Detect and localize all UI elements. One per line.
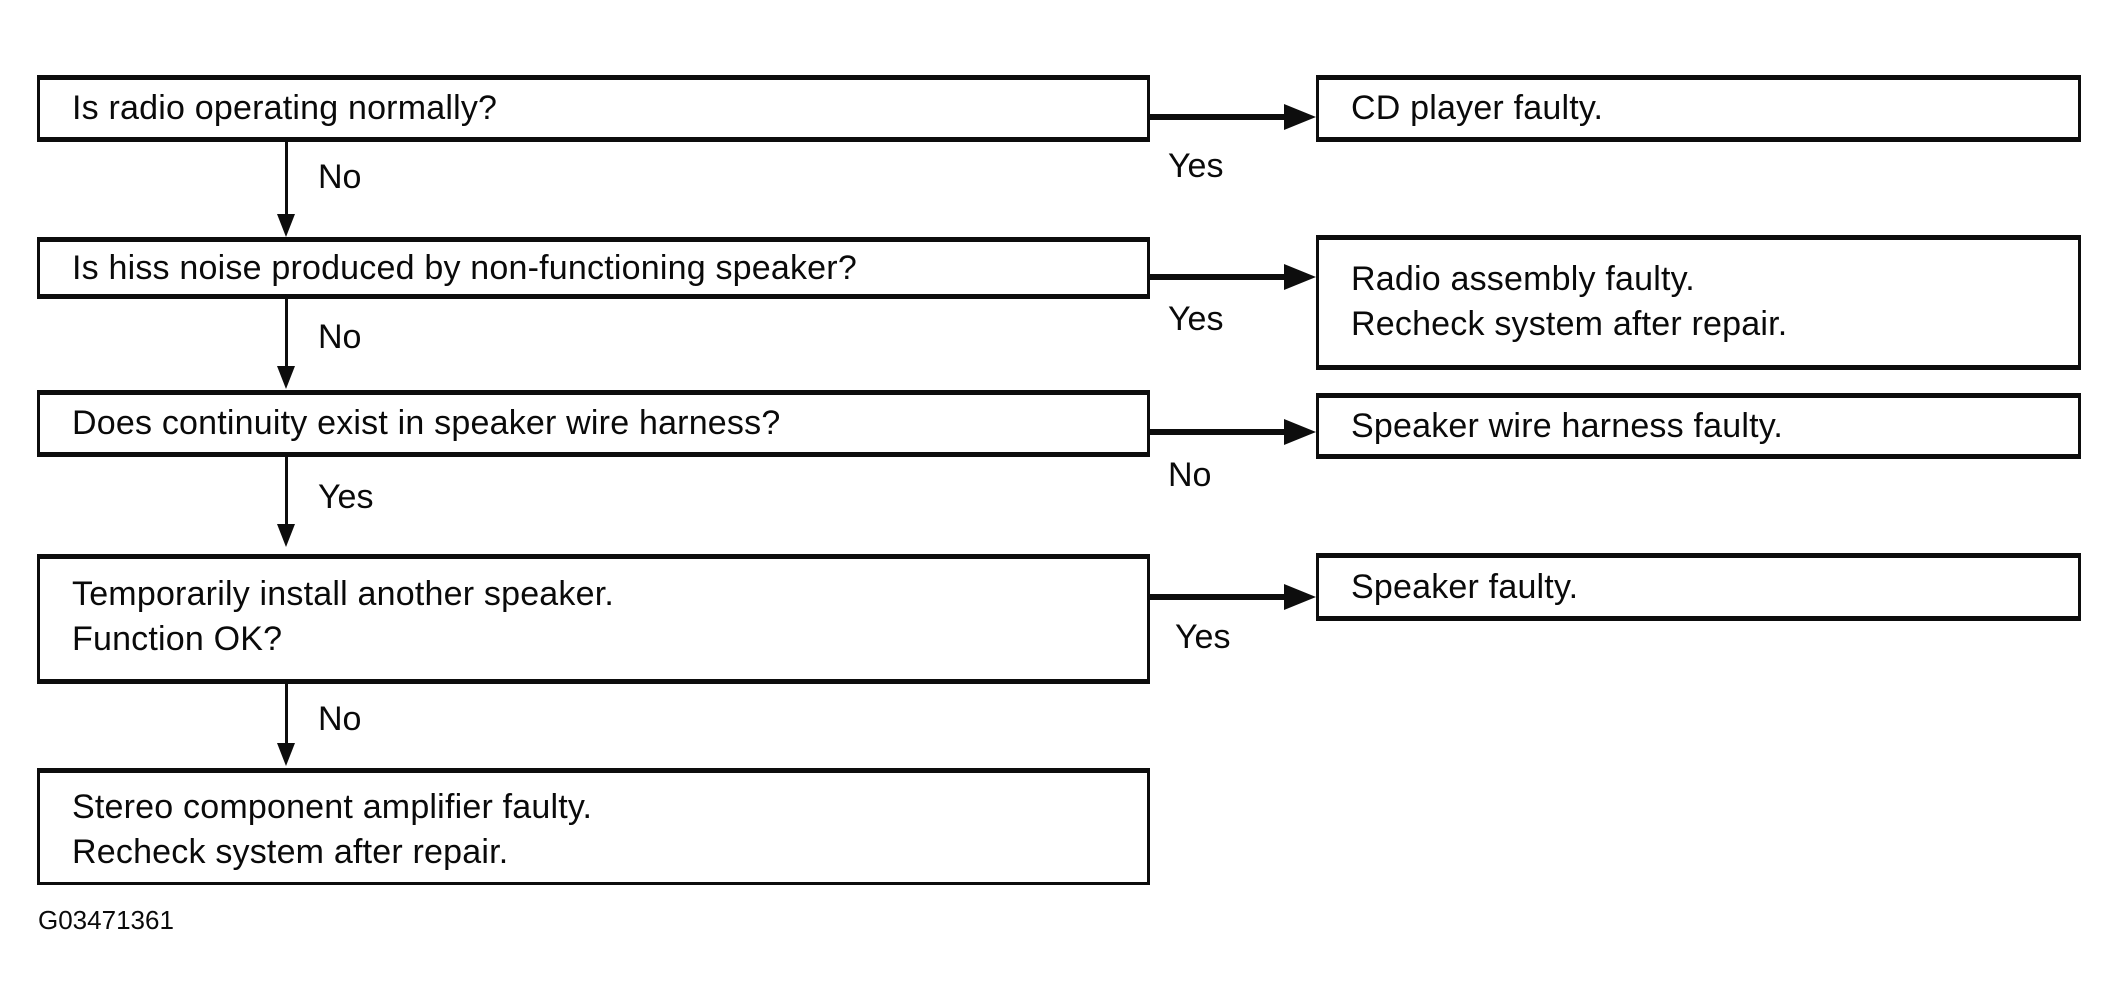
branch-label-no-3: No bbox=[1168, 456, 1212, 494]
branch-label-no-2: No bbox=[318, 318, 362, 356]
result-text-3: Speaker wire harness faulty. bbox=[1351, 406, 1784, 445]
question-text-2: Is hiss noise produced by non-functionin… bbox=[72, 248, 857, 287]
right-arrow-icon-3 bbox=[1284, 419, 1316, 445]
branch-label-no-1: No bbox=[318, 158, 362, 196]
end-box: Stereo component amplifier faulty. Reche… bbox=[37, 768, 1150, 885]
right-arrow-shaft-4 bbox=[1150, 594, 1286, 600]
right-arrow-shaft-2 bbox=[1150, 274, 1286, 280]
end-text-line1: Stereo component amplifier faulty. bbox=[72, 788, 593, 826]
branch-label-no-4: No bbox=[318, 700, 362, 738]
down-arrow-shaft-1 bbox=[285, 140, 288, 215]
result-text-4: Speaker faulty. bbox=[1351, 567, 1579, 606]
end-text-line2: Recheck system after repair. bbox=[72, 833, 509, 871]
down-arrow-shaft-2 bbox=[285, 299, 288, 367]
branch-label-yes-4: Yes bbox=[1175, 618, 1231, 656]
branch-label-yes-2: Yes bbox=[1168, 300, 1224, 338]
figure-code: G03471361 bbox=[38, 905, 174, 935]
result-box-1: CD player faulty. bbox=[1316, 75, 2081, 142]
right-arrow-shaft-3 bbox=[1150, 429, 1286, 435]
down-arrow-shaft-4 bbox=[285, 684, 288, 744]
question-text-4-line2: Function OK? bbox=[72, 620, 283, 658]
branch-label-yes-1: Yes bbox=[1168, 147, 1224, 185]
result-box-2: Radio assembly faulty. Recheck system af… bbox=[1316, 235, 2081, 370]
down-arrow-icon-1 bbox=[277, 214, 295, 237]
right-arrow-shaft-1 bbox=[1150, 114, 1286, 120]
branch-label-yes-3: Yes bbox=[318, 478, 374, 516]
result-text-2-line2: Recheck system after repair. bbox=[1351, 305, 1788, 343]
question-box-1: Is radio operating normally? bbox=[37, 75, 1150, 142]
down-arrow-shaft-3 bbox=[285, 457, 288, 525]
question-text-4-line1: Temporarily install another speaker. bbox=[72, 575, 615, 613]
result-box-3: Speaker wire harness faulty. bbox=[1316, 393, 2081, 459]
question-box-3: Does continuity exist in speaker wire ha… bbox=[37, 390, 1150, 457]
question-text-1: Is radio operating normally? bbox=[72, 89, 498, 127]
down-arrow-icon-3 bbox=[277, 524, 295, 547]
right-arrow-icon-1 bbox=[1284, 104, 1316, 130]
question-box-2: Is hiss noise produced by non-functionin… bbox=[37, 237, 1150, 299]
down-arrow-icon-2 bbox=[277, 366, 295, 389]
question-box-4: Temporarily install another speaker. Fun… bbox=[37, 554, 1150, 684]
result-text-2-line1: Radio assembly faulty. bbox=[1351, 260, 1695, 298]
result-text-1: CD player faulty. bbox=[1351, 89, 1604, 127]
right-arrow-icon-4 bbox=[1284, 584, 1316, 610]
result-box-4: Speaker faulty. bbox=[1316, 553, 2081, 621]
right-arrow-icon-2 bbox=[1284, 264, 1316, 290]
down-arrow-icon-4 bbox=[277, 743, 295, 766]
question-text-3: Does continuity exist in speaker wire ha… bbox=[72, 404, 781, 442]
